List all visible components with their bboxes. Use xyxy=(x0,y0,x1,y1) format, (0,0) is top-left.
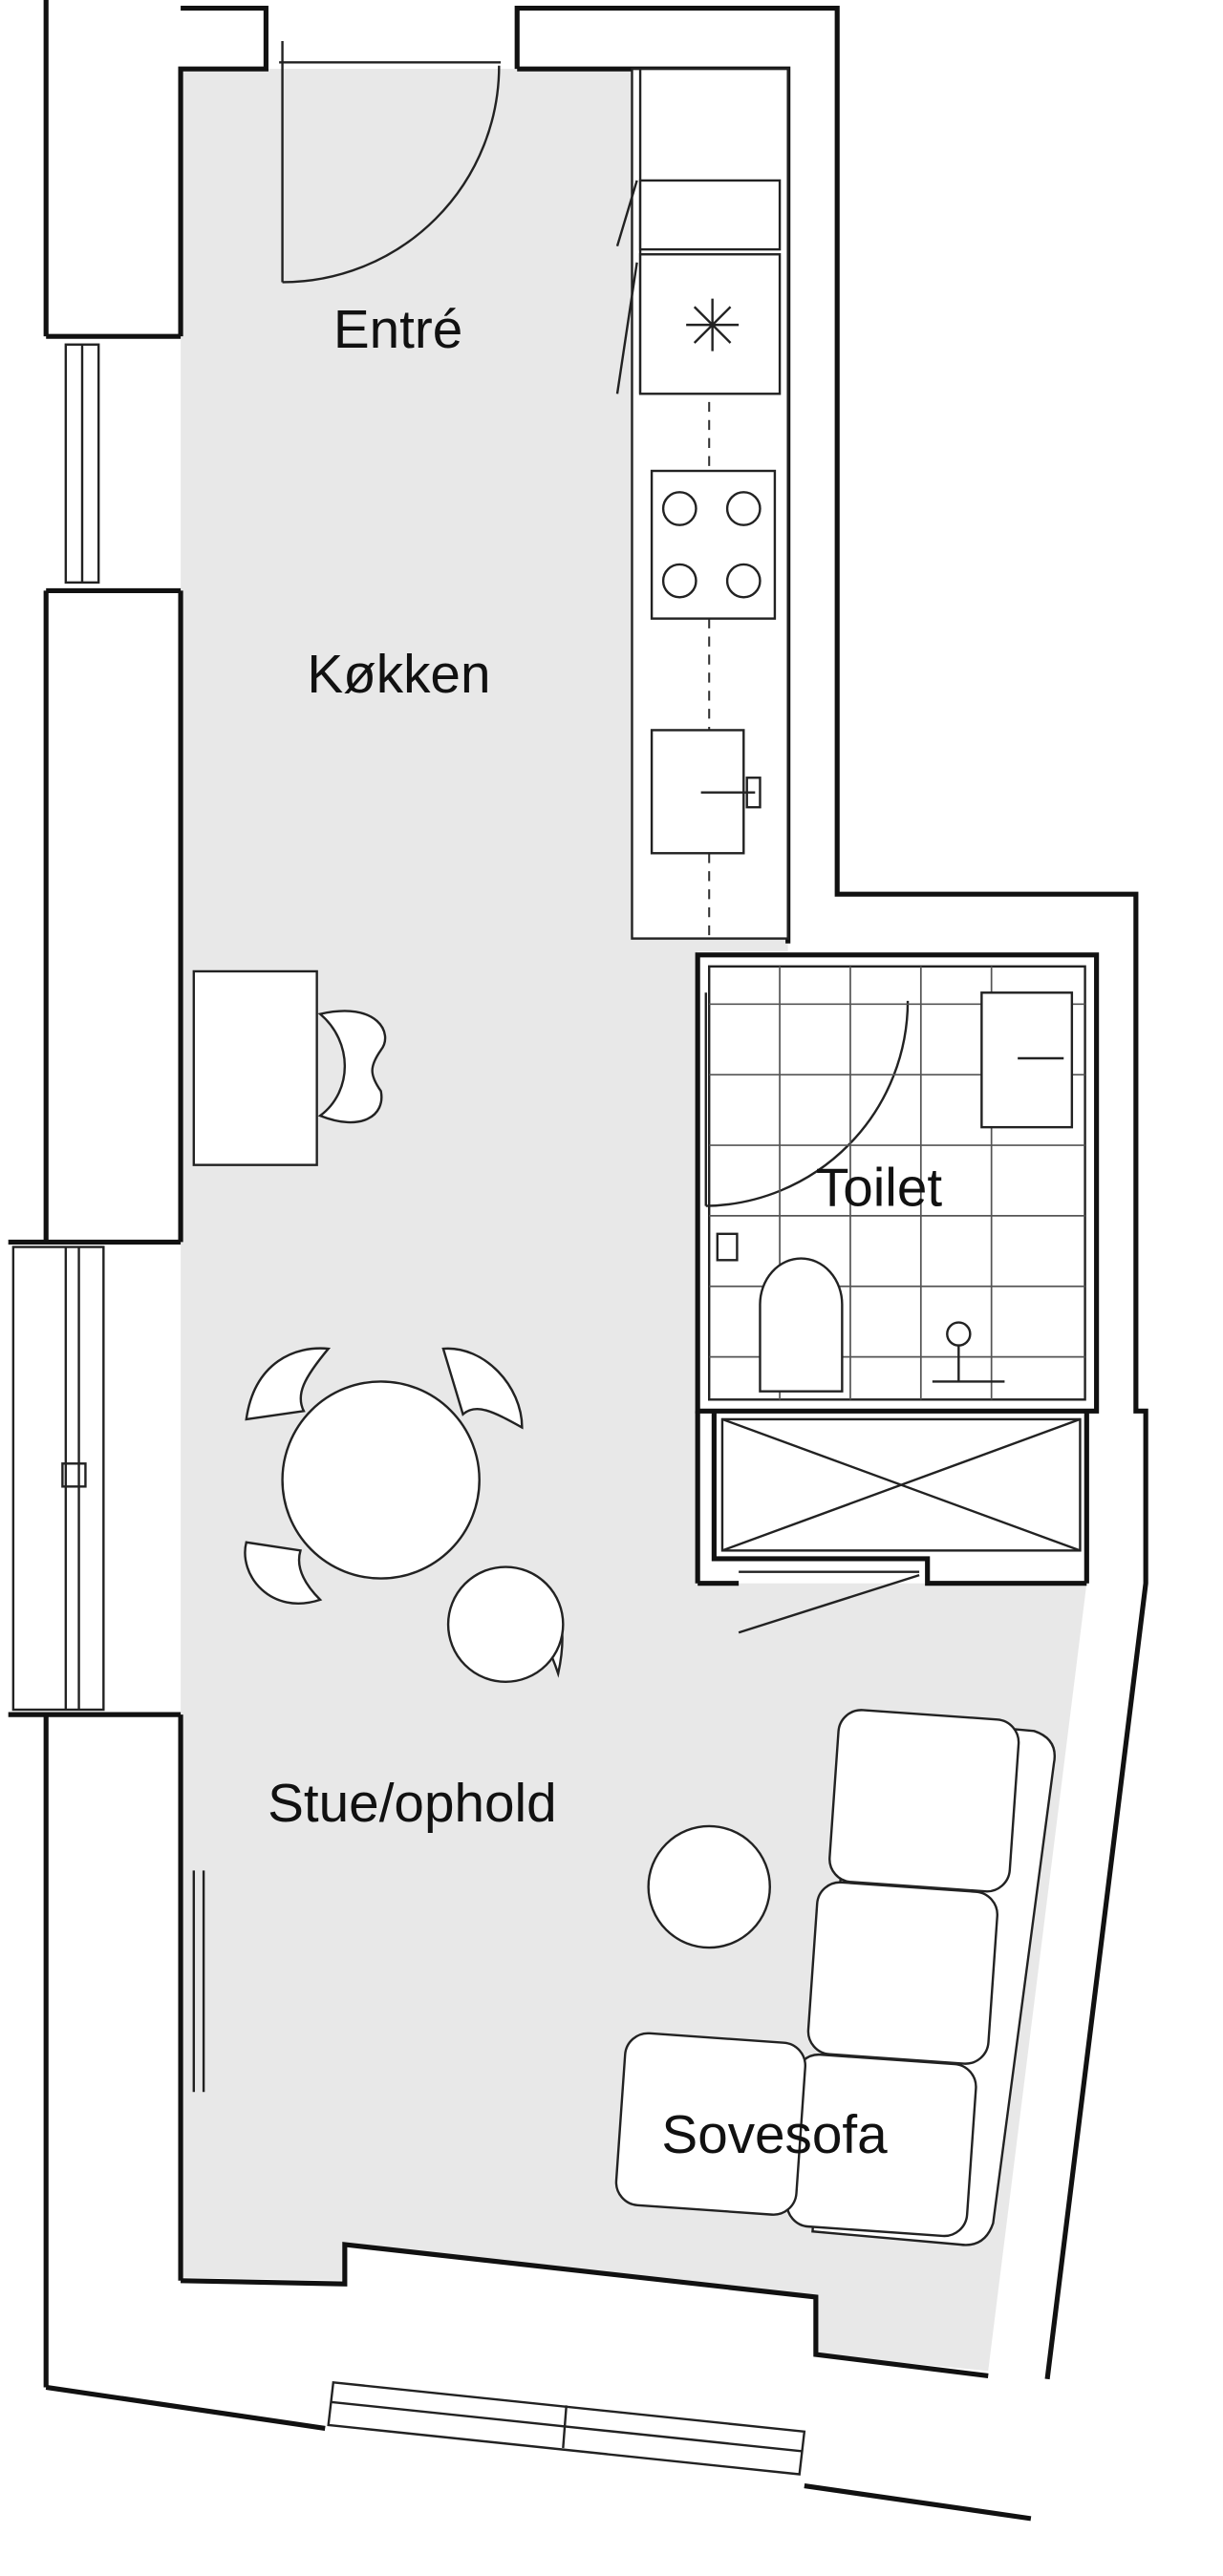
freezer-star-icon xyxy=(686,298,740,351)
room-label-sofa-bed: Sovesofa xyxy=(661,2105,888,2165)
room-label-kitchen: Køkken xyxy=(307,645,490,705)
closet xyxy=(720,1417,1082,1552)
chair-icon xyxy=(317,1010,387,1124)
kitchen-counter xyxy=(615,67,789,940)
room-label-toilet: Toilet xyxy=(816,1159,943,1219)
walls xyxy=(8,0,1148,2522)
desk xyxy=(192,969,318,1166)
room-label-living: Stue/ophold xyxy=(268,1774,557,1834)
windows xyxy=(11,343,806,2476)
floor-drain-icon xyxy=(946,1321,972,1347)
toilet-sink-icon xyxy=(980,991,1074,1129)
toilet-bowl-icon xyxy=(759,1257,844,1393)
coffee-table xyxy=(647,1824,771,1949)
dining-set xyxy=(244,1347,565,1683)
sofa-bed xyxy=(614,1709,1056,2246)
sink-icon xyxy=(650,729,762,855)
room-label-entre: Entré xyxy=(333,300,462,360)
stove-icon xyxy=(650,469,777,620)
